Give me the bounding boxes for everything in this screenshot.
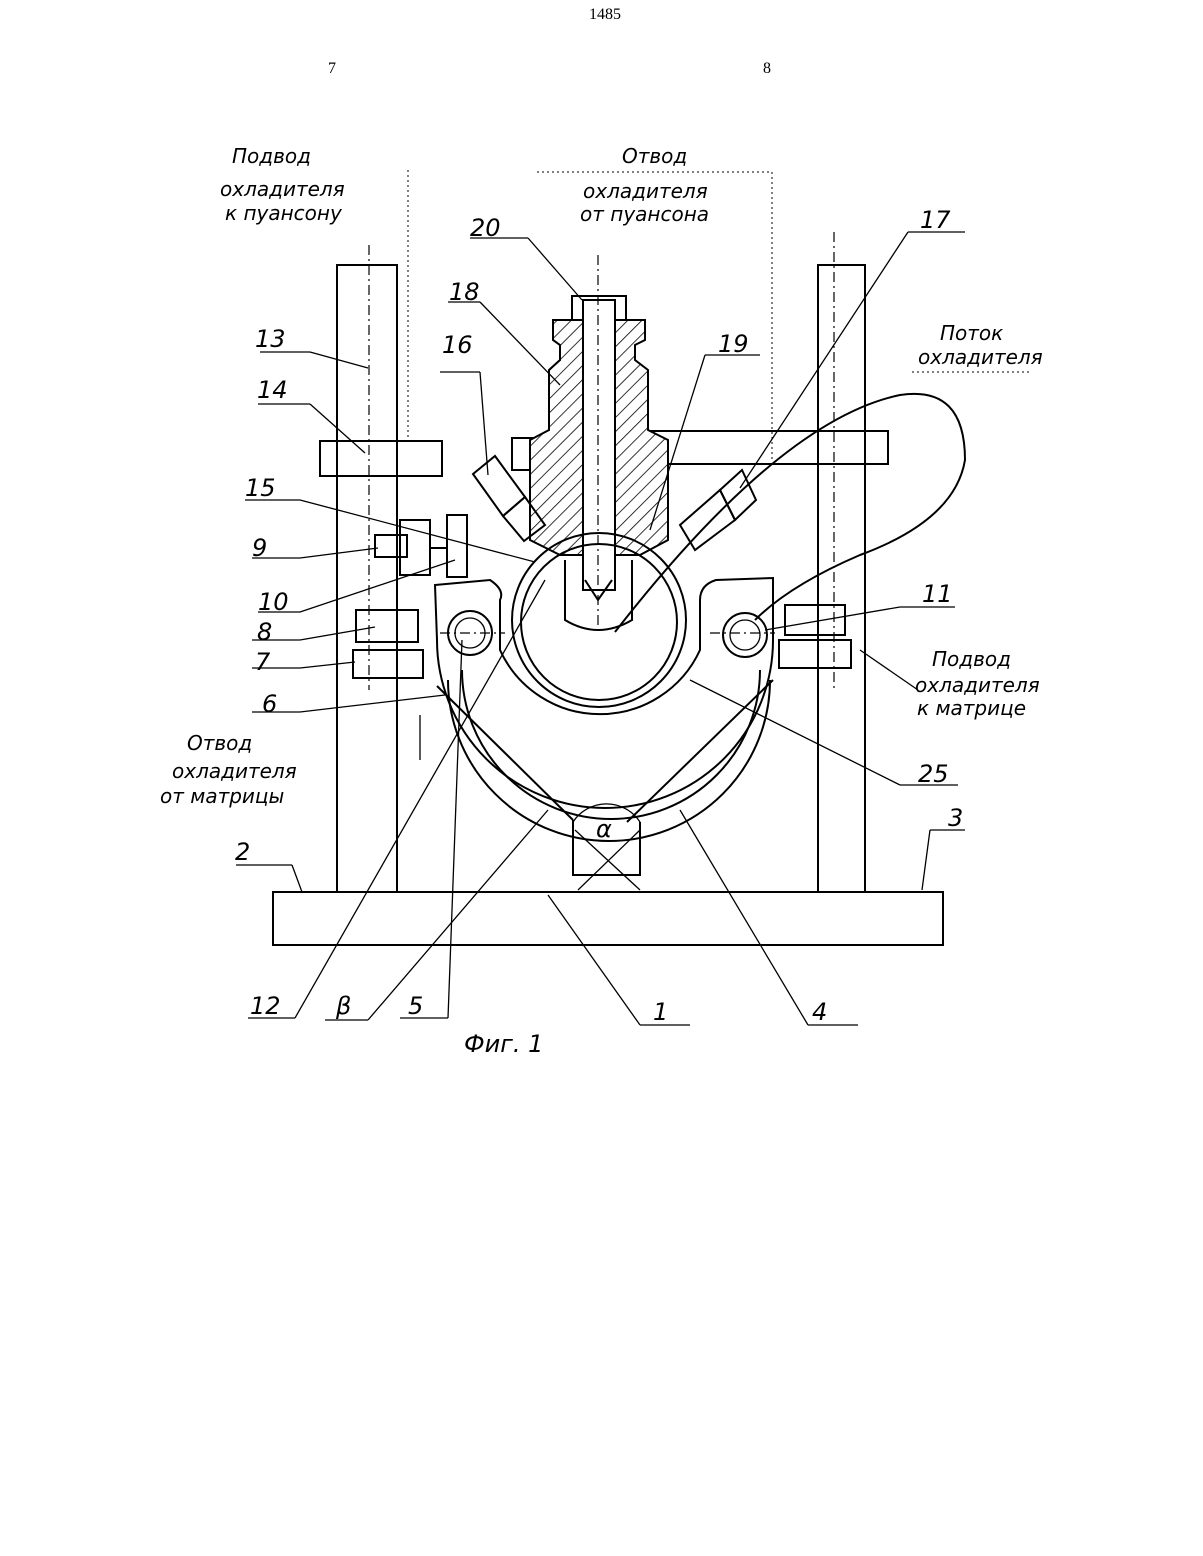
- annotation-supply-punch-2: охладителя: [220, 177, 345, 201]
- callout-1: 1: [653, 998, 668, 1026]
- punch-assembly: [530, 255, 668, 630]
- annotation-flow-1: Поток: [940, 321, 1003, 345]
- angle-alpha-label: α: [596, 815, 612, 843]
- figure-caption: Фиг. 1: [464, 1030, 543, 1058]
- callout-18: 18: [449, 278, 480, 306]
- callout-3: 3: [948, 804, 963, 832]
- annotation-supply-die-2: охладителя: [915, 673, 1040, 697]
- callout-5: 5: [408, 992, 423, 1020]
- callout-9: 9: [252, 534, 267, 562]
- annotation-drain-die-1: Отвод: [187, 731, 252, 755]
- callout-20: 20: [470, 214, 501, 242]
- callout-8: 8: [257, 618, 272, 646]
- annotation-drain-punch-3: от пуансона: [580, 202, 709, 226]
- callout-12: 12: [250, 992, 281, 1020]
- callout-19: 19: [718, 330, 749, 358]
- callout-10: 10: [258, 588, 289, 616]
- callout-17: 17: [920, 206, 951, 234]
- annotation-supply-punch-1: Подвод: [232, 144, 311, 168]
- callout-25: 25: [918, 760, 949, 788]
- annotation-flow-2: охладителя: [918, 345, 1043, 369]
- annotation-drain-die-2: охладителя: [172, 759, 297, 783]
- callout-4: 4: [812, 998, 827, 1026]
- callout-beta: β: [335, 992, 351, 1020]
- callout-16: 16: [442, 331, 473, 359]
- callout-14: 14: [257, 376, 288, 404]
- callout-7: 7: [255, 648, 271, 676]
- annotation-supply-die-3: к матрице: [917, 696, 1026, 720]
- callout-6: 6: [262, 690, 277, 718]
- annotation-drain-punch-2: охладителя: [583, 179, 708, 203]
- v-support: [420, 680, 773, 890]
- annotation-drain-punch-1: Отвод: [622, 144, 687, 168]
- callout-11: 11: [922, 580, 953, 608]
- annotation-supply-die-1: Подвод: [932, 647, 1011, 671]
- callout-15: 15: [245, 474, 276, 502]
- annotation-drain-die-3: от матрицы: [160, 784, 284, 808]
- callout-13: 13: [255, 325, 286, 353]
- annotation-supply-punch-3: к пуансону: [225, 201, 343, 225]
- callout-2: 2: [235, 838, 250, 866]
